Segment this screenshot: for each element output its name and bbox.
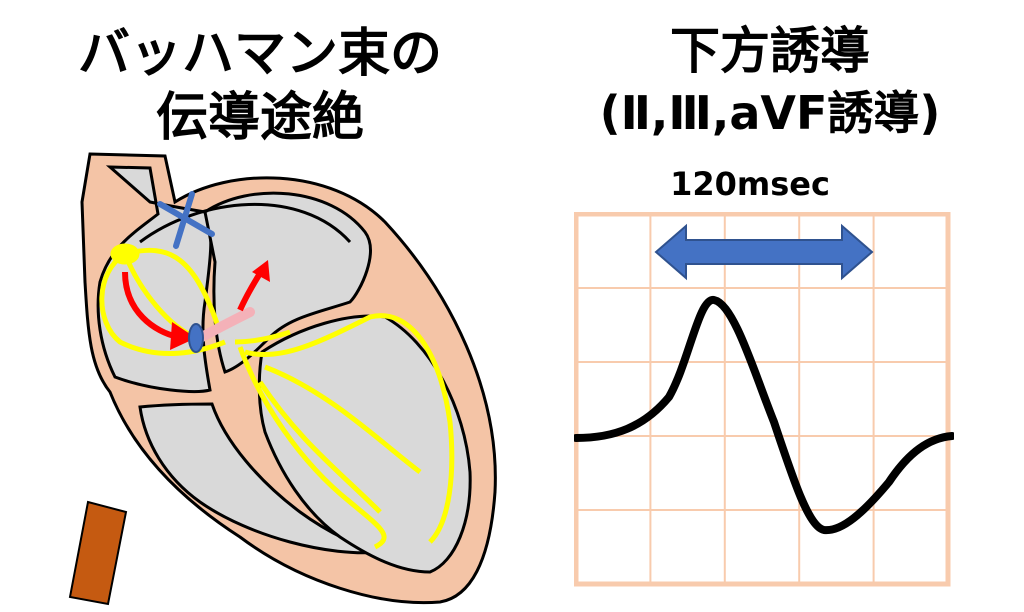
coronary-line: [139, 203, 352, 244]
left-atrium: [203, 191, 372, 374]
ecg-border: [574, 212, 951, 587]
sinus-node: [110, 243, 140, 265]
conduction-system: [99, 247, 455, 550]
ecg-strip: [574, 212, 954, 587]
his-bundle-path: [197, 307, 255, 342]
right-title-line2: (Ⅱ,Ⅲ,aVF誘導): [599, 86, 941, 140]
heart-diagram: [68, 152, 497, 606]
conduction-arrow-curved: [122, 271, 179, 340]
right-title-line1: 下方誘導: [670, 22, 870, 80]
x-cross-icon: [157, 191, 215, 249]
conduction-arrow-curved-head: [170, 322, 196, 350]
duration-arrow: [654, 223, 874, 281]
oval-node-icon: [188, 323, 204, 353]
left-title-line1: バッハマン束の: [77, 24, 442, 84]
ecg-trace: [574, 296, 954, 535]
ecg-grid: [576, 214, 948, 584]
left-title-line2: 伝導途絶: [155, 88, 364, 148]
duration-label: 120msec: [670, 165, 830, 203]
conduction-arrow-up-head: [252, 260, 270, 282]
aorta: [68, 500, 128, 606]
